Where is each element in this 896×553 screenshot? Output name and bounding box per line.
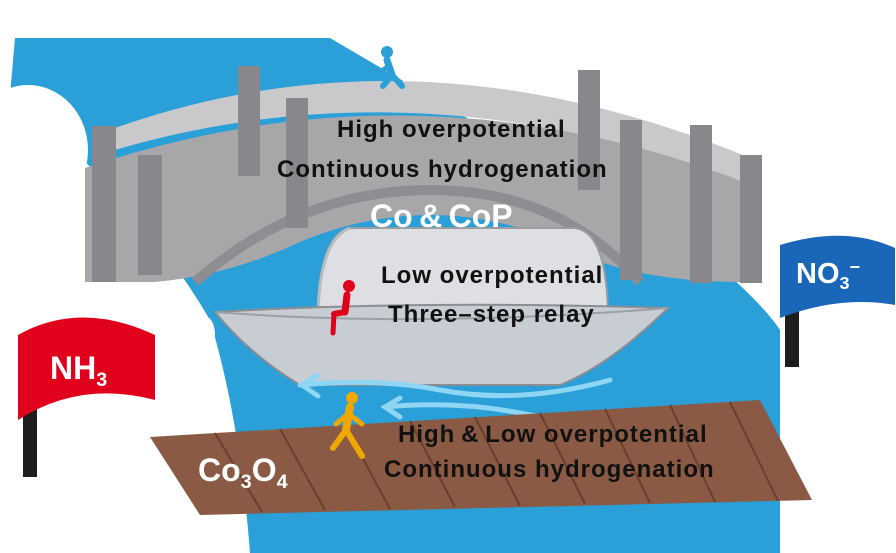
- bridge-post: [620, 120, 642, 280]
- wooden-plank: [150, 400, 812, 515]
- flag-cloth: [18, 317, 155, 420]
- no3-flag-label: NO3−: [796, 257, 860, 294]
- flag-left-base: NH: [50, 350, 97, 386]
- river-banks: [0, 25, 896, 460]
- bridge-post: [740, 155, 762, 283]
- nh3-flag: [18, 317, 155, 477]
- no3-flag: [780, 235, 895, 367]
- material-sub2: 4: [276, 470, 288, 493]
- bridge-post: [286, 98, 308, 228]
- plank-material-label: Co3O4: [198, 452, 288, 494]
- nh3-flag-label: NH3: [50, 350, 107, 392]
- material-mid: O: [251, 452, 277, 488]
- bridge-post: [138, 155, 162, 275]
- bridge-post: [690, 125, 712, 283]
- flag-pole: [23, 405, 37, 477]
- walker-on-plank: [330, 392, 365, 459]
- boat-label-line2: Three–step relay: [388, 301, 595, 328]
- boat-label-line1: Low overpotential: [381, 262, 604, 289]
- bridge-material-label: Co & CoP: [370, 198, 513, 234]
- bridge-label-line2: Continuous hydrogenation: [277, 156, 608, 183]
- flag-right-sup: −: [849, 257, 861, 277]
- rower: [330, 280, 355, 336]
- bridge-post: [238, 66, 260, 176]
- plank-label-line1: High & Low overpotential: [398, 421, 708, 448]
- bridge-post: [92, 126, 116, 282]
- bridge-label-line1: High overpotential: [337, 116, 566, 143]
- plank-label-line2: Continuous hydrogenation: [384, 456, 715, 483]
- bridge-post: [578, 70, 600, 190]
- material-sub1: 3: [240, 470, 252, 493]
- flag-pole: [785, 305, 799, 367]
- flag-right-base: NO: [796, 257, 840, 290]
- material-base: Co: [198, 452, 241, 488]
- walker-on-bridge: [377, 46, 405, 89]
- boat: [212, 226, 671, 386]
- flag-left-sub: 3: [96, 368, 108, 391]
- flag-right-sub: 3: [839, 273, 850, 294]
- flag-cloth: [780, 235, 895, 318]
- boat-hull: [212, 303, 671, 386]
